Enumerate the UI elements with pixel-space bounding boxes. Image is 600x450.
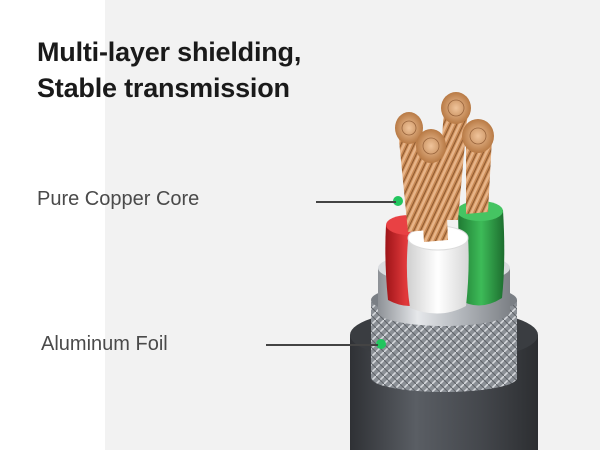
aluminum-foil-label: Aluminum Foil: [41, 333, 168, 355]
copper-core-marker: [393, 196, 403, 206]
headline-line-1: Multi-layer shielding,: [37, 37, 302, 67]
aluminum-foil-leader-line: [266, 344, 378, 346]
headline: Multi-layer shielding, Stable transmissi…: [37, 34, 301, 106]
headline-line-2: Stable transmission: [37, 73, 290, 103]
copper-core-label: Pure Copper Core: [37, 188, 200, 210]
aluminum-foil-marker: [376, 339, 386, 349]
copper-core-leader-line: [316, 201, 396, 203]
copper-core-strands: [395, 92, 494, 242]
